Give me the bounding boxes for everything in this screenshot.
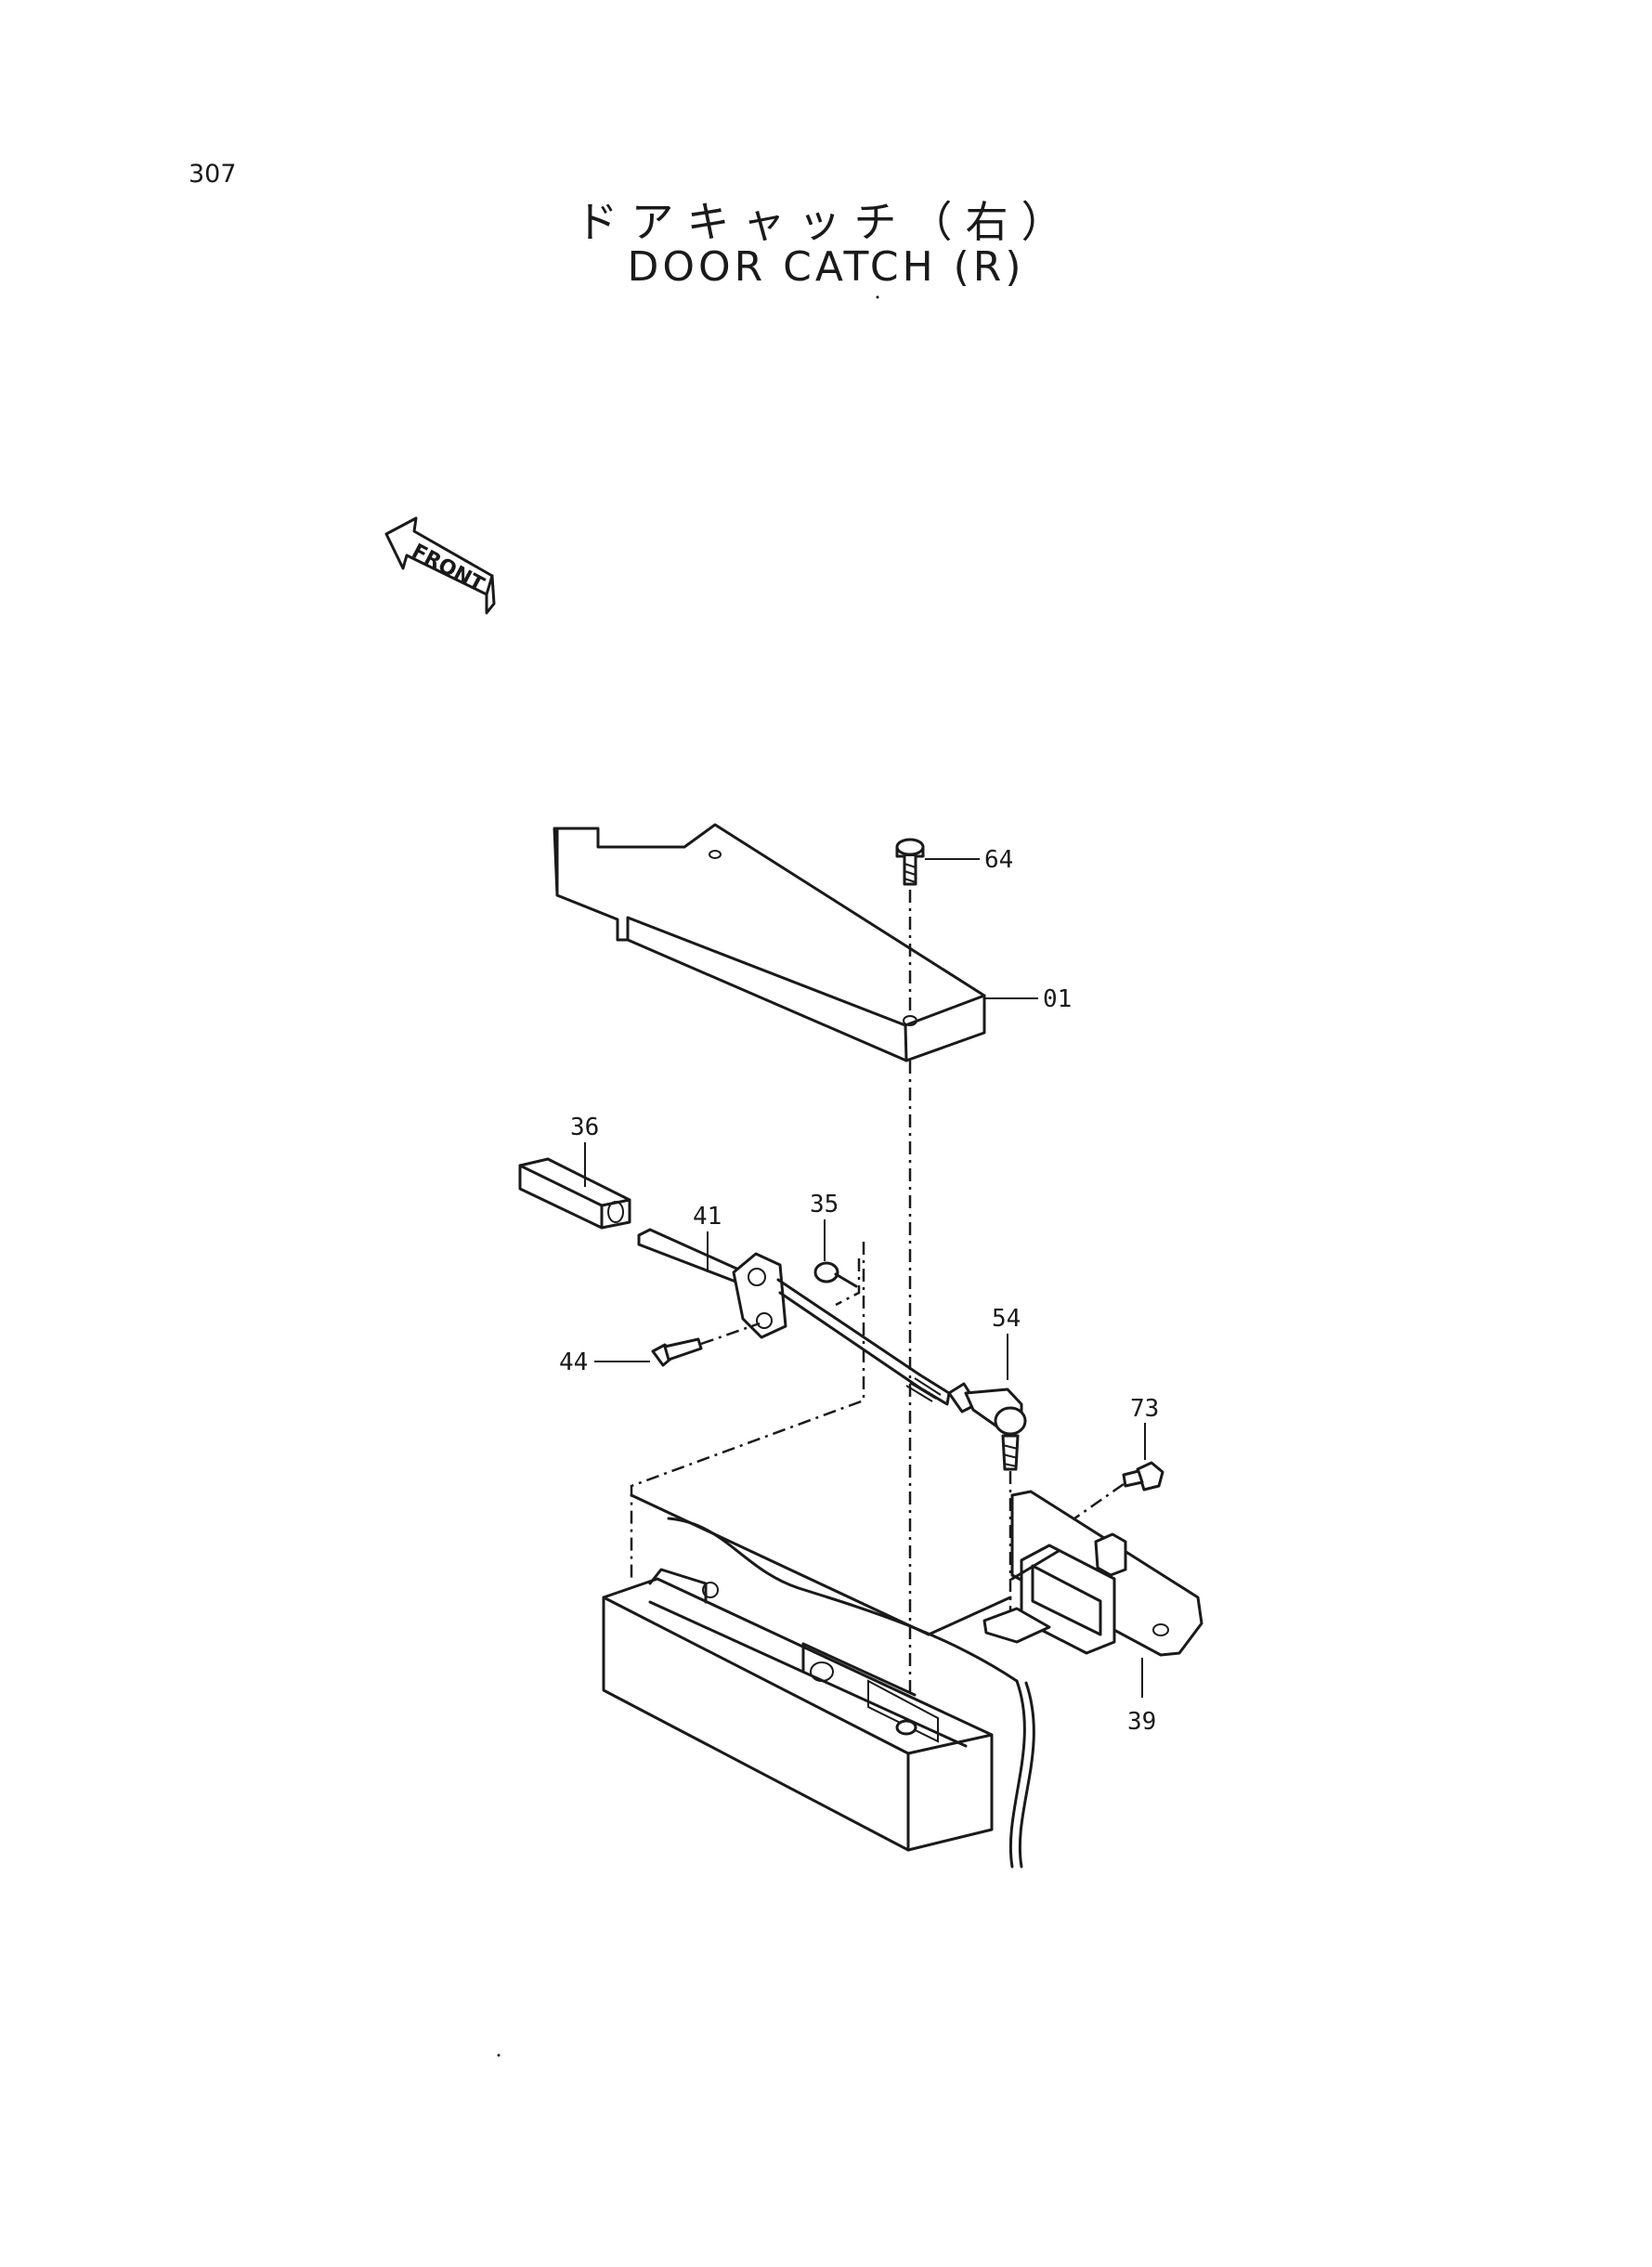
screw-73 (1122, 1461, 1164, 1492)
title-japanese: ドアキャッチ（右） (575, 197, 1077, 247)
page-number: 307 (189, 160, 237, 189)
callout-35: 35 (810, 1191, 839, 1218)
callout-44: 44 (559, 1348, 588, 1376)
striker-39 (982, 1490, 1203, 1657)
leader-35 (835, 1258, 861, 1307)
callout-54: 54 (992, 1305, 1021, 1333)
ball-joint-54 (947, 1382, 1027, 1471)
front-arrow-icon: FRONT (384, 516, 496, 615)
leader-73 (1067, 1482, 1125, 1525)
callout-36: 36 (570, 1114, 599, 1141)
cap-36 (518, 1157, 631, 1230)
speck-bottom (497, 2053, 501, 2057)
callout-73: 73 (1130, 1395, 1159, 1423)
cab-body-outline (630, 1242, 1060, 1636)
callout-39: 39 (1127, 1708, 1156, 1736)
leader-44 (700, 1322, 761, 1346)
lever-rod-assembly (732, 1252, 951, 1406)
callout-41: 41 (693, 1203, 722, 1231)
nut-35 (813, 1261, 858, 1288)
door-catch-box (602, 1517, 1035, 1869)
cover-plate-01 (553, 823, 986, 1062)
screw-64 (895, 838, 925, 886)
callout-01: 01 (1043, 985, 1072, 1013)
bolt-44 (651, 1337, 703, 1367)
callout-64: 64 (984, 846, 1013, 874)
speck-top (876, 295, 879, 299)
title-english: DOOR CATCH (R) (627, 243, 1025, 291)
